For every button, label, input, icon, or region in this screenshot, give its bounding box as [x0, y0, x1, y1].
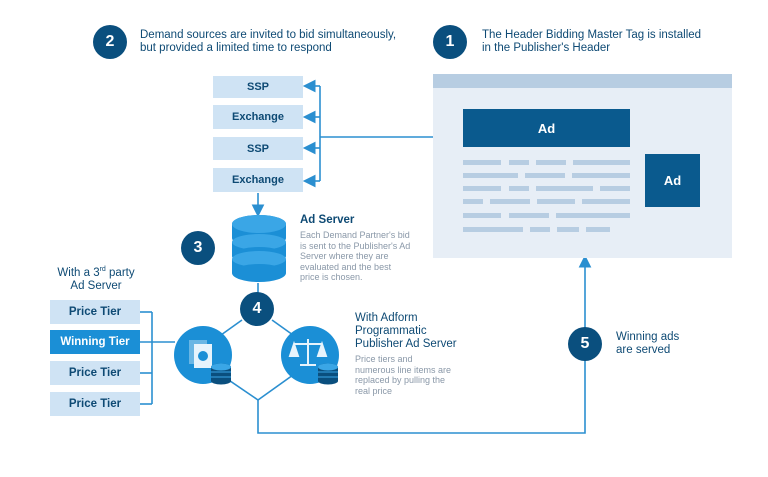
coin-stack-icon — [318, 363, 338, 385]
ad-server-description: Each Demand Partner's bid is sent to the… — [300, 230, 430, 283]
ad-server-desc-line-3: Server where they are — [300, 251, 389, 261]
database-icon — [232, 215, 286, 282]
ad-slot-large: Ad — [463, 109, 630, 147]
bid-request-bracket — [302, 79, 433, 188]
tier-bracket — [140, 311, 175, 405]
adform-desc-line-2: numerous line items are — [355, 364, 452, 375]
third-party-title-line-1: With a 3rd party — [57, 266, 135, 279]
ad-slot-side: Ad — [645, 154, 700, 207]
ad-server-title: Ad Server — [300, 214, 355, 226]
ad-server-desc-line-2: is sent to the Publisher's Ad — [300, 240, 411, 251]
step-1-badge: 1 — [433, 25, 467, 59]
price-tier-3: Price Tier — [50, 392, 140, 416]
scales-icon — [288, 339, 328, 366]
step-5-badge: 5 — [568, 327, 602, 361]
price-tier-1: Price Tier — [50, 300, 140, 324]
third-party-title-line-2: Ad Server — [70, 279, 122, 292]
adform-title-line-1: With Adform — [355, 312, 418, 324]
step-1-line-2: in the Publisher's Header — [482, 42, 611, 54]
adform-description: Price tiers and numerous line items are … — [355, 354, 485, 396]
document-icon — [189, 340, 212, 368]
step-1-line-1: The Header Bidding Master Tag is install… — [482, 29, 702, 41]
ad-server-desc-line-5: price is chosen. — [300, 272, 363, 282]
adform-title-line-3: Publisher Ad Server — [355, 338, 457, 350]
third-party-ad-server-icon — [174, 326, 232, 385]
price-tier-2: Price Tier — [50, 361, 140, 385]
step-5-line-1: Winning ads — [616, 331, 680, 343]
coin-stack-icon — [211, 363, 231, 385]
adform-desc-line-4: real price — [355, 385, 393, 396]
demand-source-exchange-1: Exchange — [213, 105, 303, 129]
step-4-badge: 4 — [240, 292, 274, 326]
adform-title-line-2: Programmatic — [355, 325, 427, 337]
winning-tier: Winning Tier — [50, 330, 140, 354]
step-2-text: Demand sources are invited to bid simult… — [140, 29, 420, 55]
demand-source-exchange-2: Exchange — [213, 168, 303, 192]
ad-server-desc-line-4: evaluated and the best — [300, 261, 392, 272]
step-3-badge: 3 — [181, 231, 215, 265]
publisher-page: Ad Ad — [433, 74, 732, 258]
adform-title: With Adform Programmatic Publisher Ad Se… — [355, 312, 485, 351]
step-2-line-1: Demand sources are invited to bid simult… — [140, 29, 397, 41]
browser-header-bar — [433, 74, 732, 88]
step-5-text: Winning ads are served — [616, 331, 736, 357]
third-party-title: With a 3rd party Ad Server — [50, 263, 142, 293]
step-2-line-2: but provided a limited time to respond — [140, 42, 332, 54]
step-1-text: The Header Bidding Master Tag is install… — [482, 29, 742, 55]
demand-source-ssp-1: SSP — [213, 76, 303, 98]
step-5-line-2: are served — [616, 344, 671, 356]
adform-desc-line-1: Price tiers and — [355, 354, 413, 364]
demand-source-ssp-2: SSP — [213, 137, 303, 160]
adform-ad-server-icon — [281, 326, 339, 385]
ad-server-desc-line-1: Each Demand Partner's bid — [300, 230, 410, 240]
step-2-badge: 2 — [93, 25, 127, 59]
adform-desc-line-3: replaced by pulling the — [355, 375, 446, 385]
